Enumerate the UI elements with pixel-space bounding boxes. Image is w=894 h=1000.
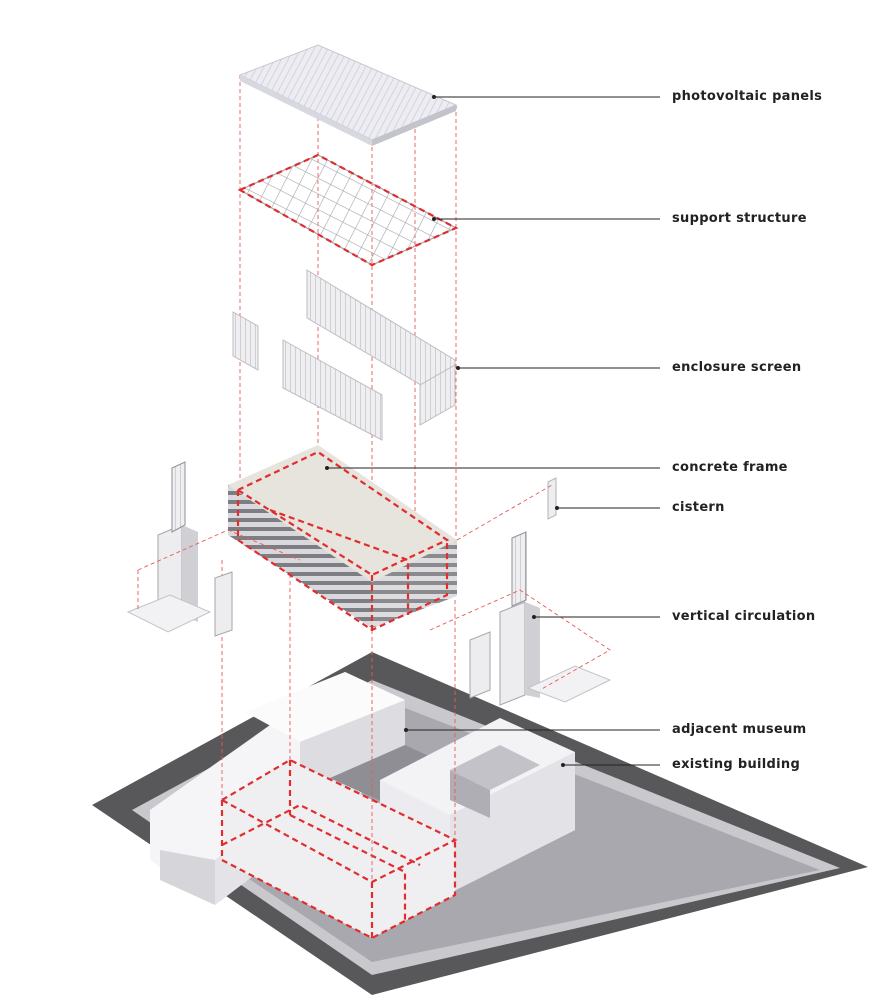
label-adjacent-museum: adjacent museum xyxy=(672,722,807,737)
label-support-structure: support structure xyxy=(672,211,807,226)
vertical-circulation-right xyxy=(429,531,612,706)
label-vertical-circulation: vertical circulation xyxy=(672,609,816,624)
label-existing-building: existing building xyxy=(672,757,801,772)
concrete-frame-layer xyxy=(228,445,457,632)
label-photovoltaic-panels: photovoltaic panels xyxy=(672,89,823,104)
vertical-circulation-left xyxy=(126,461,301,637)
leader-lines xyxy=(325,95,660,767)
cistern-element xyxy=(456,477,557,541)
label-cistern: cistern xyxy=(672,500,725,515)
enclosure-screen-layer xyxy=(232,269,456,441)
photovoltaic-panels-layer xyxy=(238,44,458,146)
label-enclosure-screen: enclosure screen xyxy=(672,360,802,375)
support-structure-layer xyxy=(237,153,459,267)
label-concrete-frame: concrete frame xyxy=(672,460,788,475)
